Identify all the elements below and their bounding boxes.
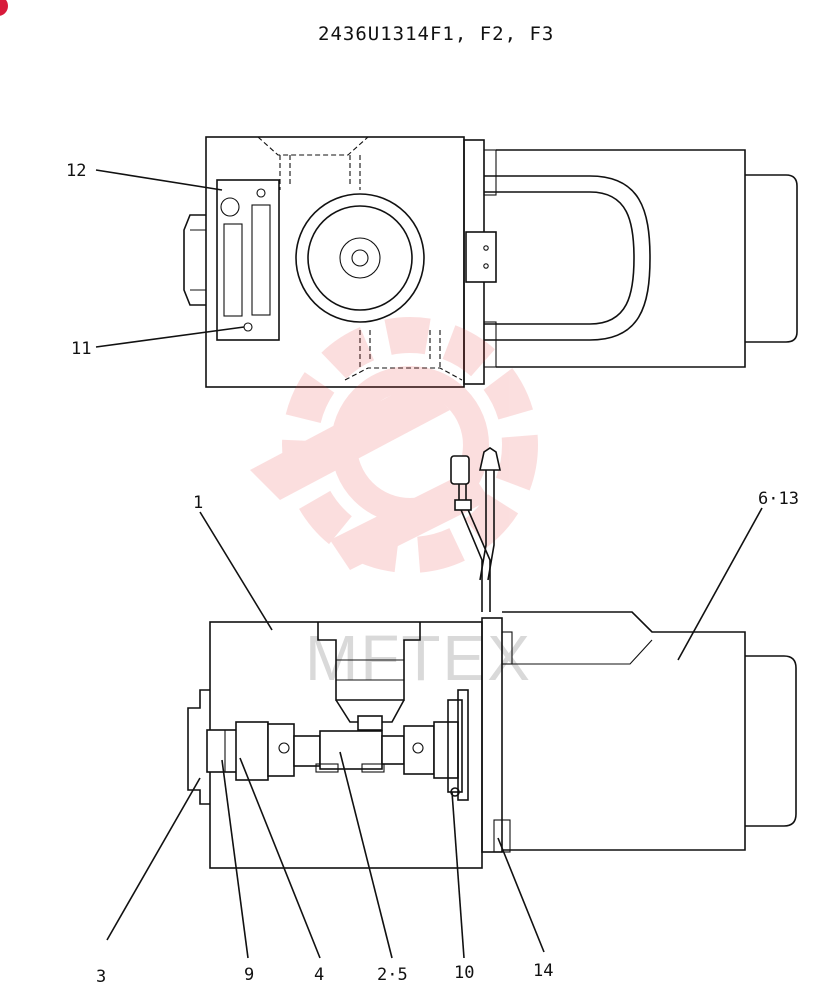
callout-2-5: 2·5 xyxy=(377,965,408,985)
corner-mark xyxy=(0,0,8,16)
callout-9: 9 xyxy=(244,965,254,985)
callout-14: 14 xyxy=(533,961,553,981)
leader-lines xyxy=(95,169,763,959)
watermark-logo xyxy=(250,317,538,573)
top-view xyxy=(183,136,798,388)
callout-1: 1 xyxy=(193,493,203,513)
section-view xyxy=(187,447,797,869)
callout-6-13: 6·13 xyxy=(758,489,799,509)
callout-12: 12 xyxy=(66,161,86,181)
callout-4: 4 xyxy=(314,965,324,985)
callout-10: 10 xyxy=(454,963,474,983)
rivet-11 xyxy=(243,322,253,332)
part-number-title: 2436U1314F1, F2, F3 xyxy=(318,23,554,45)
watermark-text: MFTEX xyxy=(305,622,532,694)
callout-11: 11 xyxy=(71,339,91,359)
callout-3: 3 xyxy=(96,967,106,987)
